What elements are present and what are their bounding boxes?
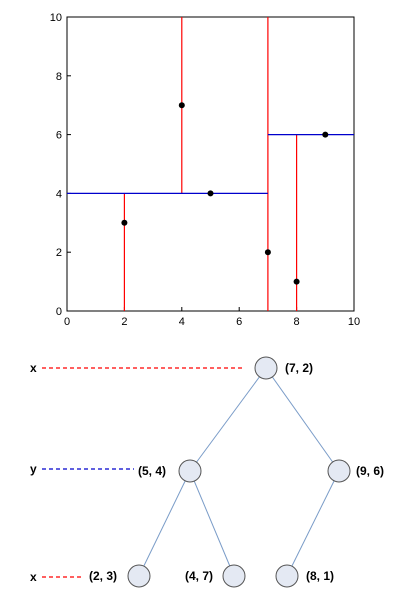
data-point [207,190,214,197]
tree-edge [286,470,340,577]
tree-node: (8, 1) [275,564,334,588]
node-label: (4, 7) [185,569,213,583]
tree-edges [138,367,340,577]
x-axis-ticks: 0 2 4 6 8 10 [64,307,360,328]
split-lines [67,17,354,311]
data-point [121,219,128,226]
y-tick-label: 8 [56,71,62,83]
data-point [264,249,271,256]
node-label: (7, 2) [285,361,313,375]
level-markers: x y x [30,361,244,584]
scatter-plot: 0 2 4 6 8 10 0 2 4 6 8 10 [50,12,360,328]
tree-node-root: (7, 2) [254,356,313,380]
x-tick-label: 2 [121,316,127,328]
tree-edge [138,470,191,577]
level-axis-label: x [30,361,37,375]
data-points [121,102,329,285]
data-point [322,131,329,138]
data-point [293,278,300,285]
x-tick-label: 0 [64,316,70,328]
plot-frame [66,16,355,312]
x-tick-label: 8 [294,316,300,328]
kd-tree: x y x (7, 2) (5, 4) (9, 6) (2, 3) (4, 7) [30,356,384,588]
y-tick-label: 4 [56,188,62,200]
node-label: (5, 4) [138,464,166,478]
node-circle [178,459,202,483]
node-circle [327,459,351,483]
tree-node: (9, 6) [327,459,384,483]
x-tick-label: 6 [236,316,242,328]
y-tick-label: 10 [50,12,62,24]
node-circle [127,564,151,588]
y-axis-ticks: 0 2 4 6 8 10 [50,12,71,318]
node-circle [254,356,278,380]
y-tick-label: 6 [56,130,62,142]
node-label: (2, 3) [89,569,117,583]
tree-node: (5, 4) [138,459,202,483]
x-tick-label: 10 [348,316,360,328]
node-circle [275,564,299,588]
tree-edge [189,367,267,472]
data-point [178,102,185,109]
tree-edge [189,470,235,577]
node-circle [222,564,246,588]
y-tick-label: 0 [56,306,62,318]
tree-edge [265,367,340,472]
level-axis-label: y [30,462,37,476]
tree-node: (2, 3) [89,564,151,588]
x-tick-label: 4 [179,316,185,328]
node-label: (9, 6) [356,464,384,478]
y-tick-label: 2 [56,247,62,259]
level-axis-label: x [30,570,37,584]
tree-node: (4, 7) [185,564,246,588]
node-label: (8, 1) [306,569,334,583]
